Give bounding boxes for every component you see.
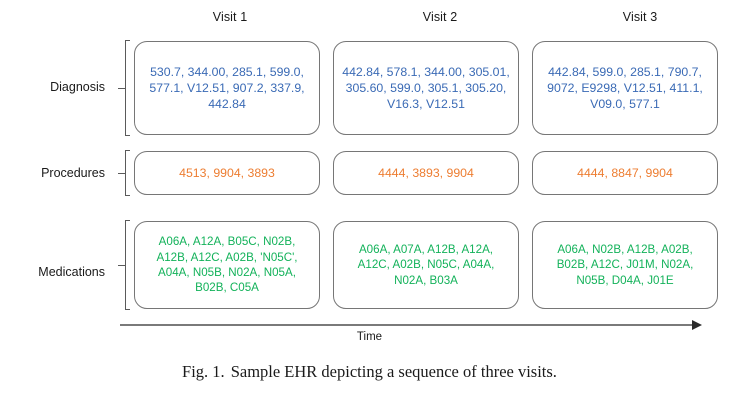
code-list: 4444, 3893, 9904	[378, 165, 474, 180]
figure-number: Fig. 1.	[182, 362, 225, 381]
bracket-tick-bottom	[125, 135, 130, 136]
figure-caption: Fig. 1. Sample EHR depicting a sequence o…	[0, 362, 739, 382]
column-header-visit-1: Visit 1	[212, 10, 248, 24]
code-list: 4444, 8847, 9904	[577, 165, 673, 180]
bracket-tick-bottom	[125, 195, 130, 196]
bracket-stub	[118, 265, 126, 266]
diagnosis-box-visit-1: 530.7, 344.00, 285.1, 599.0, 577.1, V12.…	[134, 41, 320, 135]
code-list: 442.84, 578.1, 344.00, 305.01, 305.60, 5…	[342, 64, 510, 112]
time-axis-arrow	[120, 320, 702, 330]
medications-box-visit-1: A06A, A12A, B05C, N02B, A12B, A12C, A02B…	[134, 221, 320, 309]
row-label-procedures: Procedures	[41, 166, 105, 180]
code-list: 530.7, 344.00, 285.1, 599.0, 577.1, V12.…	[149, 64, 305, 112]
code-list: 4513, 9904, 3893	[179, 165, 275, 180]
figure-caption-text: Sample EHR depicting a sequence of three…	[230, 362, 557, 381]
code-list: A06A, A07A, A12B, A12A, A12C, A02B, N05C…	[357, 243, 495, 287]
bracket-tick-bottom	[125, 309, 130, 310]
row-label-medications: Medications	[38, 265, 105, 279]
code-list: A06A, A12A, B05C, N02B, A12B, A12C, A02B…	[156, 235, 298, 295]
bracket-diagnosis	[118, 40, 130, 136]
arrow-head-icon	[692, 320, 702, 330]
column-header-visit-3: Visit 3	[622, 10, 658, 24]
bracket-medications	[118, 220, 130, 310]
procedures-box-visit-3: 4444, 8847, 9904	[532, 151, 718, 195]
diagnosis-box-visit-3: 442.84, 599.0, 285.1, 790.7, 9072, E9298…	[532, 41, 718, 135]
axis-line	[120, 324, 692, 326]
bracket-tick-top	[125, 150, 130, 151]
column-header-visit-2: Visit 2	[422, 10, 458, 24]
procedures-box-visit-2: 4444, 3893, 9904	[333, 151, 519, 195]
bracket-procedures	[118, 150, 130, 196]
time-axis-label: Time	[356, 331, 383, 343]
code-list: 442.84, 599.0, 285.1, 790.7, 9072, E9298…	[547, 64, 703, 112]
code-list: A06A, N02B, A12B, A02B, B02B, A12C, J01M…	[556, 243, 694, 287]
bracket-stub	[118, 173, 126, 174]
diagnosis-box-visit-2: 442.84, 578.1, 344.00, 305.01, 305.60, 5…	[333, 41, 519, 135]
bracket-stub	[118, 88, 126, 89]
medications-box-visit-3: A06A, N02B, A12B, A02B, B02B, A12C, J01M…	[532, 221, 718, 309]
bracket-tick-top	[125, 220, 130, 221]
medications-box-visit-2: A06A, A07A, A12B, A12A, A12C, A02B, N05C…	[333, 221, 519, 309]
row-label-diagnosis: Diagnosis	[50, 80, 105, 94]
bracket-tick-top	[125, 40, 130, 41]
procedures-box-visit-1: 4513, 9904, 3893	[134, 151, 320, 195]
